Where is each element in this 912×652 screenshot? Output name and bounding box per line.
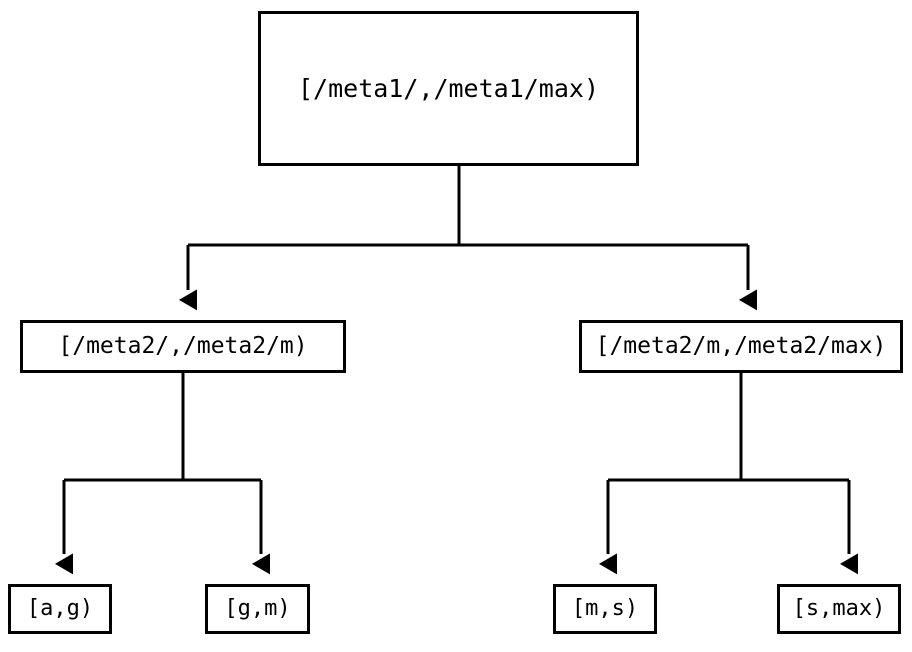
tree-node-mid-left[interactable]: [/meta2/,/meta2/m) [20,320,346,373]
edge-root-to-mid-level [179,166,757,311]
tree-node-mid-left-label: [/meta2/,/meta2/m) [58,333,308,359]
tree-node-leaf-s-max[interactable]: [s,max) [777,584,901,634]
tree-node-leaf-m-s[interactable]: [m,s) [553,584,657,634]
tree-node-mid-right[interactable]: [/meta2/m,/meta2/max) [579,320,903,373]
tree-node-leaf-a-g-label: [a,g) [26,596,94,621]
edge-mid-left-to-leaves [55,373,270,575]
tree-node-leaf-g-m-label: [g,m) [224,596,291,621]
tree-node-leaf-s-max-label: [s,max) [792,596,886,621]
tree-node-leaf-a-g[interactable]: [a,g) [8,584,112,634]
tree-node-leaf-g-m[interactable]: [g,m) [205,584,310,634]
tree-node-root-label: [/meta1/,/meta1/max) [297,74,600,103]
tree-node-leaf-m-s-label: [m,s) [571,596,639,621]
tree-node-root[interactable]: [/meta1/,/meta1/max) [258,11,639,166]
tree-node-mid-right-label: [/meta2/m,/meta2/max) [595,333,887,359]
edge-mid-right-to-leaves [599,373,858,575]
